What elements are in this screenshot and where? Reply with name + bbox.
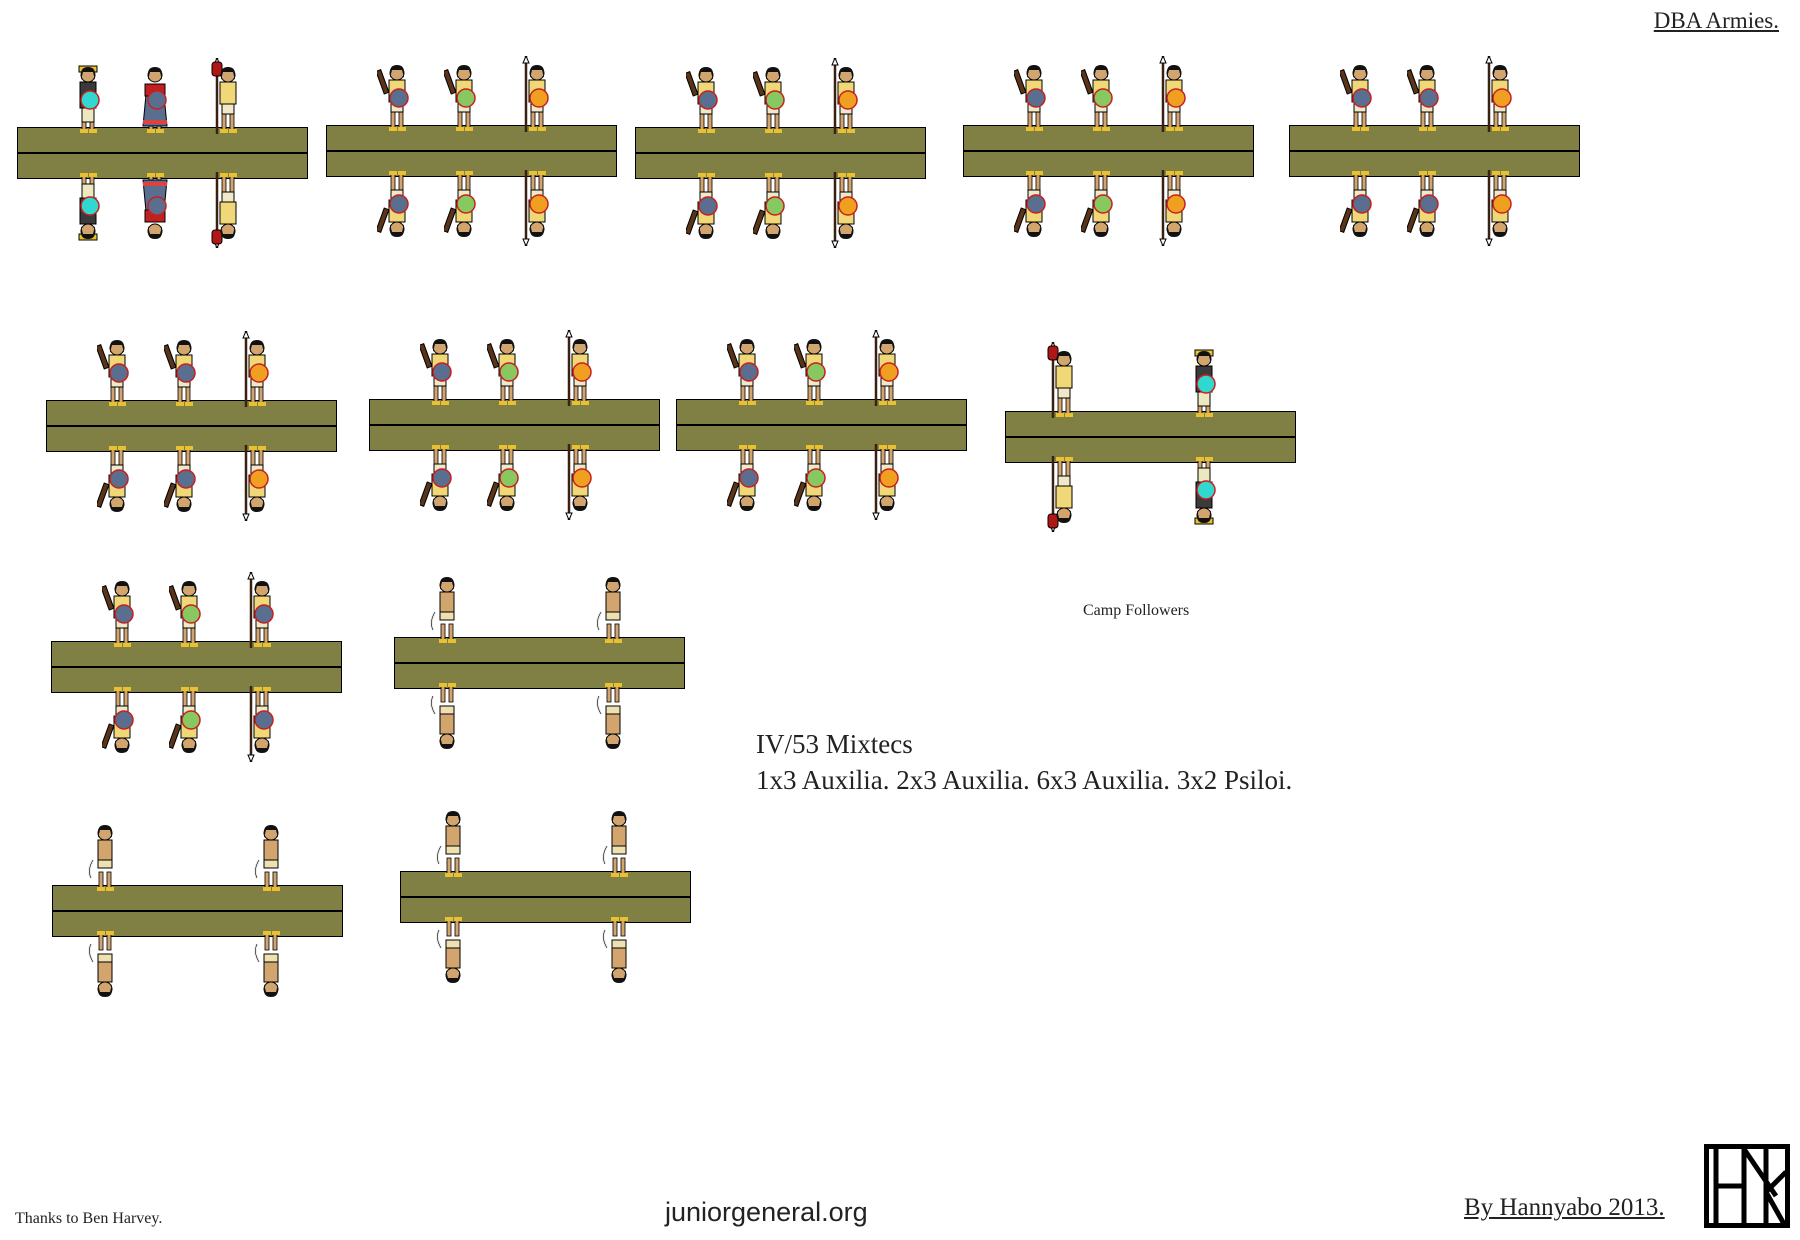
hnk-logo-icon: [1704, 1144, 1790, 1228]
site-link[interactable]: juniorgeneral.org: [665, 1197, 868, 1227]
spear-figure-icon: [1154, 170, 1194, 248]
priestess-figure-icon: [135, 172, 175, 248]
spear-figure-icon: [867, 328, 907, 406]
sling-figure-icon: [593, 568, 633, 644]
unit-base-auxilia: [635, 56, 926, 250]
club-figure-icon: [100, 572, 142, 648]
spear-figure-icon: [826, 172, 866, 250]
spear-figure-icon: [242, 686, 282, 764]
club-figure-icon: [442, 56, 484, 132]
army-info: IV/53 Mixtecs 1x3 Auxilia. 2x3 Auxilia. …: [756, 726, 1292, 798]
club-figure-icon: [792, 330, 834, 406]
sling-figure-icon: [599, 916, 639, 992]
spear-figure-icon: [1154, 54, 1194, 132]
club-figure-icon: [167, 572, 209, 648]
club-figure-icon: [1079, 170, 1121, 246]
club-figure-icon: [418, 444, 460, 520]
noble-figure-icon: [1184, 456, 1224, 532]
club-figure-icon: [418, 330, 460, 406]
unit-base-auxilia: [326, 54, 617, 248]
unit-base-auxilia: [51, 570, 342, 764]
sling-figure-icon: [85, 930, 125, 1006]
club-figure-icon: [1012, 170, 1054, 246]
spear-figure-icon: [867, 444, 907, 522]
page-title: DBA Armies.: [1653, 8, 1779, 33]
club-figure-icon: [792, 444, 834, 520]
noble-figure-icon: [68, 172, 108, 248]
unit-base-psiloi: [394, 577, 685, 749]
camp-followers-label: Camp Followers: [1083, 602, 1190, 619]
club-figure-icon: [485, 330, 527, 406]
sling-figure-icon: [599, 802, 639, 878]
club-figure-icon: [1338, 56, 1380, 132]
unit-base-auxilia: [1289, 54, 1580, 248]
spear-figure-icon: [242, 570, 282, 648]
spear-figure-icon: [826, 56, 866, 134]
sling-figure-icon: [593, 682, 633, 758]
club-figure-icon: [725, 444, 767, 520]
spear-figure-icon: [1480, 170, 1520, 248]
standard-figure-icon: [208, 56, 248, 134]
club-figure-icon: [1079, 56, 1121, 132]
sling-figure-icon: [433, 802, 473, 878]
club-figure-icon: [1012, 56, 1054, 132]
noble-figure-icon: [68, 58, 108, 134]
spear-figure-icon: [1480, 54, 1520, 132]
club-figure-icon: [95, 445, 137, 521]
club-figure-icon: [1405, 170, 1447, 246]
club-figure-icon: [1405, 56, 1447, 132]
spear-figure-icon: [517, 170, 557, 248]
club-figure-icon: [100, 686, 142, 762]
spear-figure-icon: [560, 328, 600, 406]
thanks-credit: Thanks to Ben Harvey.: [15, 1210, 163, 1227]
club-figure-icon: [375, 56, 417, 132]
spear-figure-icon: [237, 445, 277, 523]
club-figure-icon: [725, 330, 767, 406]
army-composition: 1x3 Auxilia. 2x3 Auxilia. 6x3 Auxilia. 3…: [756, 765, 1293, 795]
noble-figure-icon: [1184, 342, 1224, 418]
standard-figure-icon: [1044, 340, 1084, 418]
club-figure-icon: [751, 58, 793, 134]
army-name: IV/53 Mixtecs: [756, 729, 913, 759]
sling-figure-icon: [85, 816, 125, 892]
club-figure-icon: [684, 58, 726, 134]
spear-figure-icon: [560, 444, 600, 522]
unit-base-auxilia: [676, 328, 967, 522]
club-figure-icon: [1338, 170, 1380, 246]
sling-figure-icon: [251, 816, 291, 892]
priestess-figure-icon: [135, 58, 175, 134]
unit-base-psiloi: [52, 825, 343, 997]
club-figure-icon: [751, 172, 793, 248]
author-credit: By Hannyabo 2013.: [1464, 1194, 1665, 1221]
sling-figure-icon: [433, 916, 473, 992]
spear-figure-icon: [517, 54, 557, 132]
spear-figure-icon: [237, 329, 277, 407]
unit-base-camp: [1005, 340, 1296, 534]
unit-base-psiloi: [400, 811, 691, 983]
sling-figure-icon: [427, 568, 467, 644]
club-figure-icon: [162, 331, 204, 407]
club-figure-icon: [162, 445, 204, 521]
club-figure-icon: [442, 170, 484, 246]
unit-base-auxilia: [369, 328, 660, 522]
club-figure-icon: [375, 170, 417, 246]
standard-figure-icon: [1044, 456, 1084, 534]
unit-base-auxilia: [46, 329, 337, 523]
standard-figure-icon: [208, 172, 248, 250]
sling-figure-icon: [427, 682, 467, 758]
club-figure-icon: [95, 331, 137, 407]
club-figure-icon: [684, 172, 726, 248]
unit-base-general: [17, 56, 308, 250]
club-figure-icon: [167, 686, 209, 762]
sling-figure-icon: [251, 930, 291, 1006]
club-figure-icon: [485, 444, 527, 520]
unit-base-auxilia: [963, 54, 1254, 248]
